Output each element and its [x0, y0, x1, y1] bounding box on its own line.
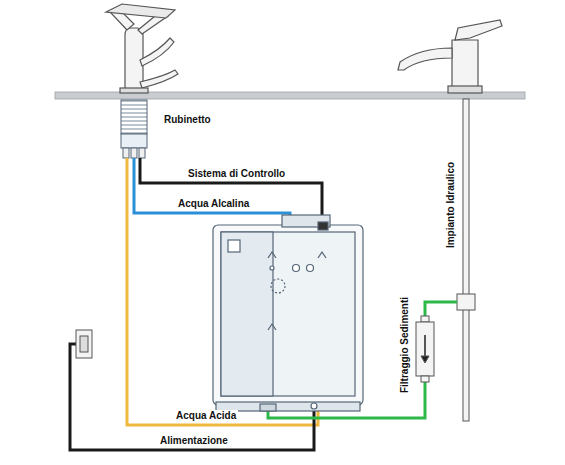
inlet-hose [425, 302, 457, 318]
faucet-connector [121, 100, 147, 134]
kitchen-faucet [398, 20, 502, 93]
ionizer-unit [213, 215, 363, 411]
ionizer-faucet [106, 4, 178, 93]
sediment-filter [416, 316, 434, 382]
pipe-label: Impianto Idraulico [445, 160, 457, 250]
hose-label: Acqua Acida [174, 410, 238, 422]
faucet-label: Rubinetto [162, 114, 213, 126]
wall-socket [76, 330, 92, 358]
hose-label: Acqua Alcalina [176, 198, 251, 210]
supply-pipe [463, 99, 469, 421]
faucet-connector [121, 134, 147, 148]
alkaline-hose [134, 158, 290, 222]
cable-label: Alimentazione [158, 435, 230, 447]
pipe-tee [457, 294, 475, 310]
cable-label: Sistema di Controllo [186, 168, 287, 180]
hose-fittings [123, 148, 145, 158]
filter-label: Filtraggio Sedimenti [399, 295, 411, 395]
